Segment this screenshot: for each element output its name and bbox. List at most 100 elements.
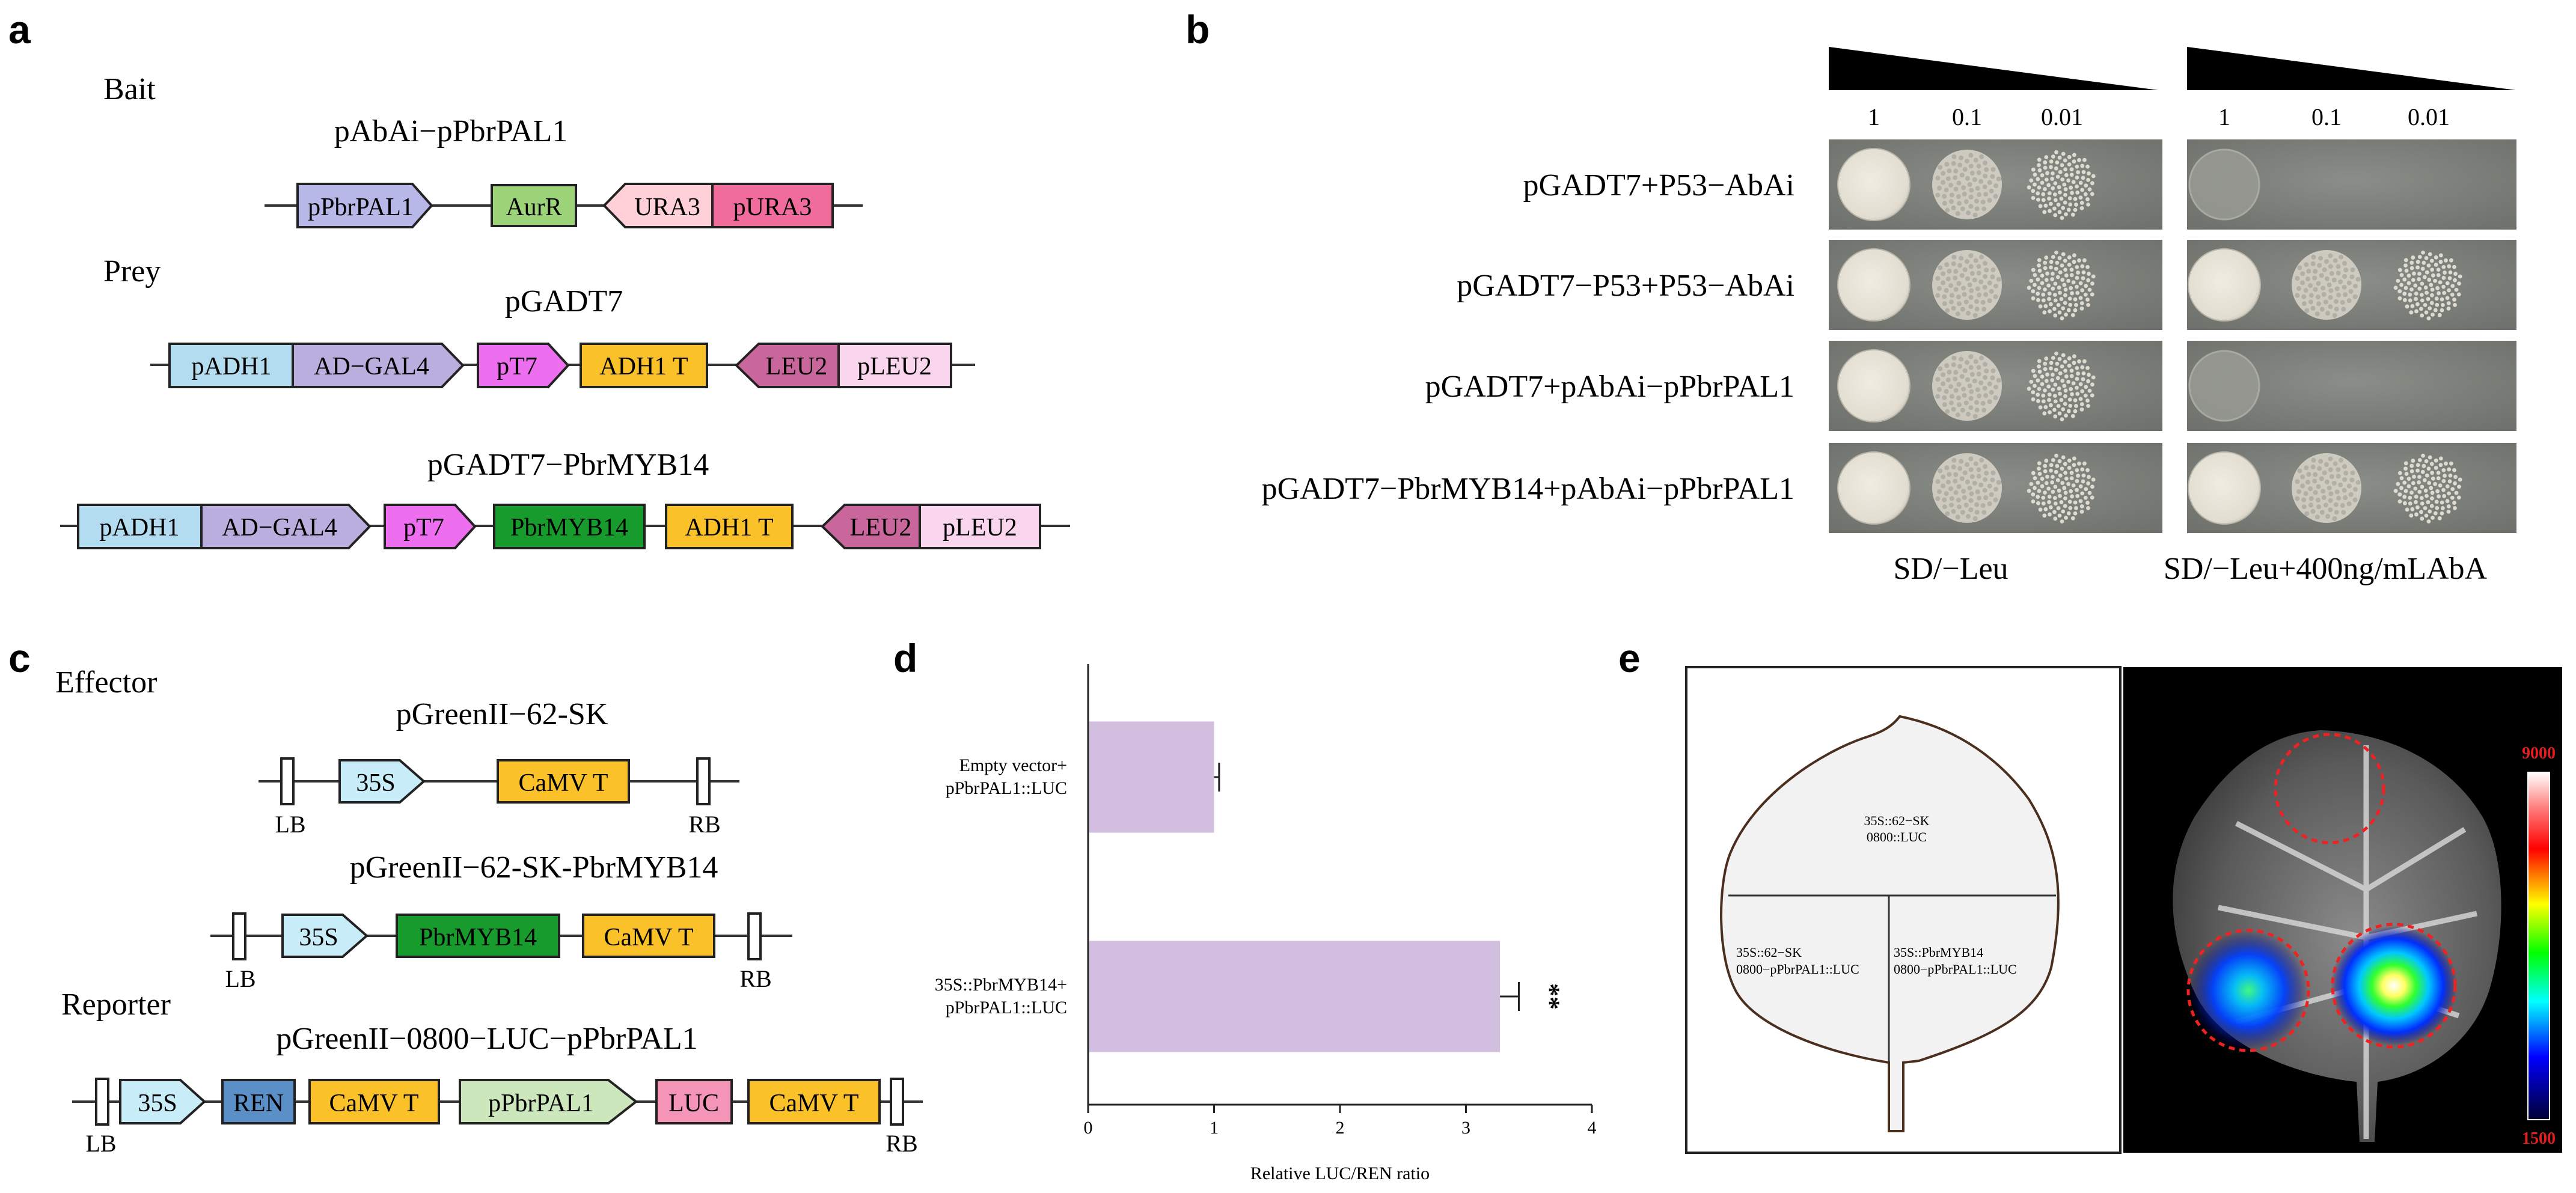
yeast-spot-left-3-1 [1932, 453, 2002, 523]
yeast-spot-right-0-0 [2188, 148, 2260, 221]
x-axis-label: Relative LUC/REN ratio [1250, 1164, 1430, 1183]
dilution-label-right-2: 0.01 [2408, 103, 2450, 130]
padh1-label-2: pADH1 [100, 514, 180, 542]
camvt-terminator-1 [497, 759, 630, 804]
panel-letter-a: a [8, 7, 31, 52]
category-label-1-0: 35S::PbrMYB14+ [935, 975, 1067, 995]
luminescence-spot-left [2188, 930, 2308, 1051]
prey-label: Prey [103, 254, 161, 288]
leaf-left-label-2: 0800−pPbrPAL1::LUC [1736, 962, 1859, 977]
yeast-spot-right-3-1 [2292, 453, 2361, 523]
rb-label-1: RB [688, 811, 720, 838]
dilution-label-left-0: 1 [1868, 103, 1880, 130]
yeast-spot-left-0-1 [1932, 150, 2002, 219]
pbrmyb14-gene [493, 504, 646, 549]
category-label-0-1: pPbrPAL1::LUC [946, 778, 1067, 798]
prey1-construct-title: pGADT7 [505, 284, 623, 319]
ura3-label: URA3 [634, 194, 700, 221]
pt7-promoter-2 [384, 504, 477, 549]
lb-border-1 [280, 757, 295, 805]
x-tick-label-4: 4 [1588, 1118, 1597, 1138]
panel-letter-c: c [8, 636, 31, 680]
x-tick-label-1: 1 [1210, 1118, 1219, 1138]
adgal4-gene [292, 343, 465, 388]
adgal4-label-2: AD−GAL4 [222, 514, 337, 542]
yeast-spot-right-3-0 [2188, 451, 2261, 525]
yeast-spot-left-3-0 [1837, 451, 1911, 525]
panel-a: Bait pAbAi−pPbrPAL1 pPbrPAL1 AurR URA3 p… [60, 72, 1070, 549]
adh1t-label-2: ADH1 T [685, 514, 773, 542]
35s-promoter-3 [119, 1079, 206, 1124]
infiltration-circle-top [2274, 733, 2385, 844]
reporter-label: Reporter [61, 987, 171, 1022]
prey2-construct-title: pGADT7−PbrMYB14 [427, 448, 709, 482]
ren-label: REN [233, 1090, 284, 1117]
adgal4-label: AD−GAL4 [314, 353, 429, 380]
padh1-label: pADH1 [192, 353, 272, 380]
yeast-spot-left-0-2 [2027, 150, 2096, 221]
yeast-row-labels: pGADT7+P53−AbAipGADT7−P53+P53−AbAipGADT7… [1262, 168, 1794, 506]
lb-label-2: LB [225, 965, 255, 992]
rb-label-3: RB [886, 1130, 917, 1157]
leaf-top-label-2: 0800::LUC [1867, 829, 1927, 844]
camvt-label-2: CaMV T [604, 924, 694, 951]
yeast-spot-left-3-2 [2027, 453, 2096, 524]
luminescence-scale-bar [2527, 772, 2550, 1120]
aurr-gene [491, 184, 577, 227]
pt7-label: pT7 [497, 353, 537, 380]
yeast-spot-left-2-0 [1837, 349, 1911, 423]
pura3-promoter [711, 183, 834, 228]
leaf-left-label-1: 35S::62−SK [1736, 945, 1802, 960]
lb-border-3 [95, 1078, 109, 1126]
luc-gene [655, 1079, 733, 1124]
camvt-terminator-2 [582, 914, 715, 958]
dilution-triangle-left [1829, 47, 2158, 90]
medium-label-left: SD/−Leu [1893, 552, 2008, 586]
pbrmyb14-gene-c [396, 914, 560, 958]
bar-0 [1089, 721, 1214, 833]
rb-label-2: RB [739, 965, 771, 992]
category-label-0-0: Empty vector+ [959, 755, 1067, 775]
35s-label-1: 35S [356, 769, 395, 797]
panel-letter-b: b [1186, 7, 1210, 52]
yeast-spot-left-1-1 [1932, 250, 2002, 320]
panel-c: Effector pGreenII−62-SK LB 35S CaMV T RB… [55, 665, 923, 1157]
lb-label-3: LB [85, 1130, 116, 1157]
row-label-1: pGADT7−P53+P53−AbAi [1457, 269, 1794, 303]
camvt-terminator-4 [747, 1079, 881, 1124]
x-tick-label-3: 3 [1461, 1118, 1470, 1138]
yeast-spot-right-1-2 [2393, 250, 2462, 321]
pleu2-label-2: pLEU2 [943, 514, 1017, 542]
category-label-1-1: pPbrPAL1::LUC [946, 998, 1067, 1018]
yeast-spot-right-3-2 [2393, 453, 2462, 524]
ppbrpal1-promoter [296, 183, 433, 228]
leaf-right-label-1: 35S::PbrMYB14 [1894, 945, 1983, 960]
yeast-spot-left-0-0 [1837, 148, 1911, 221]
pleu2-promoter-2 [919, 504, 1041, 549]
pleu2-promoter [837, 343, 952, 388]
rb-border-3 [890, 1078, 904, 1126]
camvt-label-3: CaMV T [329, 1090, 419, 1117]
rep-construct-title: pGreenII−0800−LUC−pPbrPAL1 [276, 1022, 697, 1056]
ren-gene [221, 1079, 296, 1124]
adgal4-gene-2 [200, 504, 372, 549]
medium-label-right: SD/−Leu+400ng/mLAbA [2164, 552, 2488, 586]
panel-e: 35S::62−SK 0800::LUC 35S::62−SK 0800−pPb… [1685, 666, 2562, 1154]
row-label-2: pGADT7+pAbAi−pPbrPAL1 [1425, 370, 1794, 404]
eff2-construct-title: pGreenII−62-SK-PbrMYB14 [350, 850, 718, 885]
row-label-3: pGADT7−PbrMYB14+pAbAi−pPbrPAL1 [1262, 472, 1794, 506]
pleu2-label: pLEU2 [857, 353, 932, 380]
35s-label-2: 35S [299, 924, 338, 951]
yeast-spot-right-1-1 [2292, 250, 2361, 320]
yeast-spot-right-1-0 [2188, 248, 2261, 322]
leaf-top-label-1: 35S::62−SK [1864, 813, 1930, 828]
pt7-label-2: pT7 [403, 514, 444, 542]
padh1-promoter [168, 343, 294, 388]
leaf-right-label-2: 0800−pPbrPAL1::LUC [1894, 962, 2017, 977]
yeast-spot-left-2-2 [2027, 351, 2096, 422]
infiltration-circle-right [2331, 923, 2457, 1049]
